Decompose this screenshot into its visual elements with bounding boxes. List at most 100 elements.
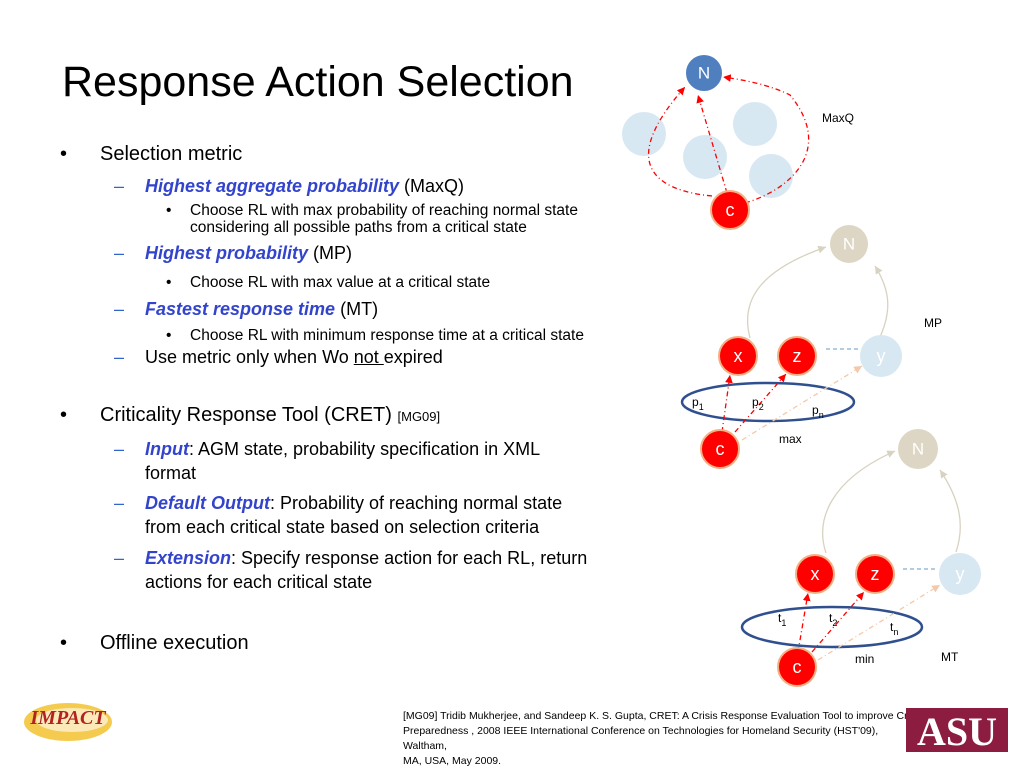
state-node-y [860,335,902,377]
path-edge [822,450,896,554]
impact-logo: IMPACT [24,703,112,741]
mt-diagram: N x z y c t1 t2 tn min MT [740,429,981,687]
text: : AGM state, probability specification i… [188,439,541,459]
node-label: z [793,346,802,366]
max-label: max [779,432,802,446]
node-label: y [877,346,886,366]
sub-mp: – Highest probability (MP) [114,243,353,264]
path-edge [722,74,810,204]
node-label: z [871,564,880,584]
text: expired [383,347,443,367]
bullet-text: Criticality Response Tool (CRET) [100,404,398,426]
critical-state-node [777,647,817,687]
bullet-dot: • [60,404,68,426]
selection-ellipse [740,605,924,649]
asu-logo: ASU [906,708,1008,754]
bullet-offline: • Offline execution [60,632,249,655]
term: Input [145,439,189,459]
sub-extension: – Extension: Specify response action for… [114,546,588,594]
path-edge [797,592,811,653]
bullet-text: Offline execution [100,632,249,654]
logo-text: IMPACT [29,707,106,729]
normal-state-node [684,53,724,93]
dash: – [114,347,125,367]
state-node [683,135,727,179]
citation: [MG09] Tridib Mukherjee, and Sandeep K. … [403,709,923,769]
term: Default Output [145,493,270,513]
node-label: N [843,235,855,254]
dash: – [114,243,125,263]
desc-line: considering all possible paths from a cr… [190,219,527,236]
normal-state-node [898,429,938,469]
path-edge [874,265,889,338]
sub-wo: – Use metric only when Wo not expired [114,347,443,368]
path-edge [696,94,728,194]
sub-maxq: – Highest aggregate probability (MaxQ) [114,176,465,197]
node-label: N [698,64,710,83]
text: Use metric only when Wo [145,347,354,367]
bullet-dot: • [166,274,172,291]
bullet-selection-metric: • Selection metric [60,143,242,166]
state-node [622,112,666,156]
state-node-z [777,336,817,376]
normal-state-node [830,225,868,263]
mp-diagram: N x z y c p1 p2 pn max MP [680,225,942,469]
metric-name: Highest probability [145,243,309,263]
citation-line: Preparedness , 2008 IEEE International C… [403,725,879,752]
state-node-x [718,336,758,376]
slide-title: Response Action Selection [62,58,574,106]
desc-line: Choose RL with max value at a critical s… [190,274,491,291]
prob-label-p2: p2 [752,395,764,412]
critical-state-node [700,429,740,469]
state-node [733,102,777,146]
metric-name: Fastest response time [145,299,336,319]
reference: [MG09] [397,409,441,424]
prob-label-p1: p1 [692,395,704,412]
node-label: x [734,346,743,366]
state-node-z [855,554,895,594]
diagram-label: MaxQ [822,111,854,125]
time-label-t2: t2 [829,611,837,628]
metric-abbr: (MT) [335,299,379,319]
dash: – [114,548,125,568]
metric-abbr: (MP) [308,243,353,263]
dash: – [114,439,125,459]
dash: – [114,176,125,196]
selection-ellipse [680,381,856,423]
metric-name: Highest aggregate probability [145,176,400,196]
text: actions for each critical state [145,572,373,592]
sub-maxq-desc: • Choose RL with max probability of reac… [166,202,578,236]
path-edge [811,591,865,653]
sub-mt: – Fastest response time (MT) [114,299,379,320]
sub-mt-desc: • Choose RL with minimum response time a… [166,327,584,344]
citation-line: MA, USA, May 2009. [403,755,502,767]
text: : Specify response action for each RL, r… [231,548,588,568]
time-label-tn: tn [890,620,898,637]
maxq-diagram: N c MaxQ [622,53,854,230]
prob-label-pn: pn [812,403,824,420]
path-edge [721,374,733,433]
diagram-label: MT [941,650,959,664]
time-label-t1: t1 [778,611,786,628]
sub-mp-desc: • Choose RL with max value at a critical… [166,274,491,291]
underlined-text: not [353,347,384,367]
metric-abbr: (MaxQ) [399,176,465,196]
state-node-y [939,553,981,595]
path-edge [734,373,787,433]
state-node-x [795,554,835,594]
text: from each critical state based on select… [145,517,540,537]
node-label: c [716,439,725,459]
logo-text: ASU [917,709,997,754]
sub-input: – Input: AGM state, probability specific… [114,437,541,485]
min-label: min [855,652,874,666]
dash: – [114,299,125,319]
path-edge [746,245,827,339]
term: Extension [145,548,232,568]
bullet-cret: • Criticality Response Tool (CRET) [MG09… [60,404,441,427]
bullet-dot: • [60,632,68,654]
text: format [145,463,197,483]
logo-swoosh [36,708,108,732]
sub-default-output: – Default Output: Probability of reachin… [114,491,562,539]
node-label: N [912,440,924,459]
